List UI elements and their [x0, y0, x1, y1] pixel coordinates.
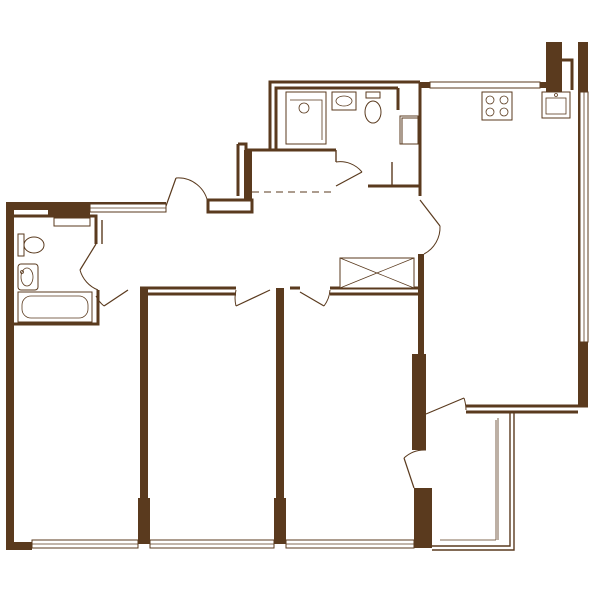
sink-icon: [17, 263, 39, 291]
kitchen-living: [426, 90, 576, 404]
kitchen: [401, 58, 574, 145]
bedroom-middle: [150, 296, 274, 538]
bedroom-left: [14, 326, 138, 538]
bathroom-left: [17, 217, 93, 323]
bathroom-left-walls: [14, 214, 103, 326]
kitchen-sink-icon: [541, 91, 571, 119]
shelf-icon: [53, 217, 91, 227]
bedroom-right: [286, 296, 412, 538]
interior-walls: [138, 254, 588, 548]
balcony: [432, 412, 515, 551]
toilet-icon: [364, 91, 382, 124]
bathroom-top-walls: [238, 80, 422, 196]
doors: [79, 161, 467, 489]
sink-icon: [331, 91, 357, 111]
toilet-icon: [17, 233, 45, 257]
corridor-walls: [206, 144, 420, 214]
wardrobe-icon: [339, 257, 415, 289]
stove-icon: [481, 91, 513, 121]
windows: [31, 81, 589, 549]
bathtub-icon: [17, 291, 93, 323]
shower-icon: [285, 91, 327, 145]
